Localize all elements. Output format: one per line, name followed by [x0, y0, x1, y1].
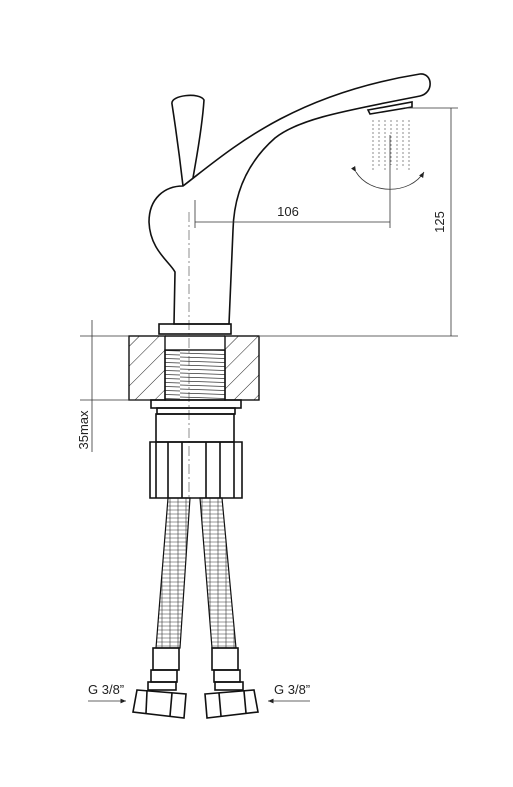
- dimension-thickness-label: 35max: [76, 410, 91, 450]
- dimension-height: 125: [260, 107, 458, 337]
- nut-right: [204, 689, 259, 719]
- threaded-stud: [164, 349, 226, 401]
- nut-left: [132, 689, 187, 719]
- hose-right: [199, 497, 237, 649]
- dimension-reach-label: 106: [277, 204, 299, 219]
- base-collar: [158, 323, 232, 335]
- faucet-body: [148, 73, 431, 500]
- counter-right-section: [224, 335, 260, 401]
- lever-handle: [171, 94, 205, 187]
- water-stream: [372, 120, 410, 170]
- right-thread-label: G 3/8”: [274, 682, 310, 697]
- hose-left-crimp: [152, 647, 180, 671]
- dimension-height-label: 125: [432, 211, 447, 233]
- dimension-reach: 106: [194, 135, 391, 228]
- fixing-nut: [149, 441, 243, 499]
- hose-right-crimp: [211, 647, 239, 671]
- fixing-assembly: [149, 399, 243, 499]
- spout-aerator: [366, 101, 413, 115]
- counter-left-section: [128, 335, 166, 401]
- hose-left: [155, 497, 191, 649]
- spout: [148, 73, 431, 325]
- dimension-thickness: 35max: [76, 320, 150, 452]
- counter-section: [128, 335, 260, 401]
- thread-callouts: G 3/8” G 3/8”: [88, 682, 310, 704]
- fixing-nut-neck: [155, 413, 235, 443]
- left-thread-label: G 3/8”: [88, 682, 124, 697]
- connection-nuts: [132, 689, 259, 719]
- washer: [150, 399, 242, 409]
- flexible-hoses: [147, 497, 244, 691]
